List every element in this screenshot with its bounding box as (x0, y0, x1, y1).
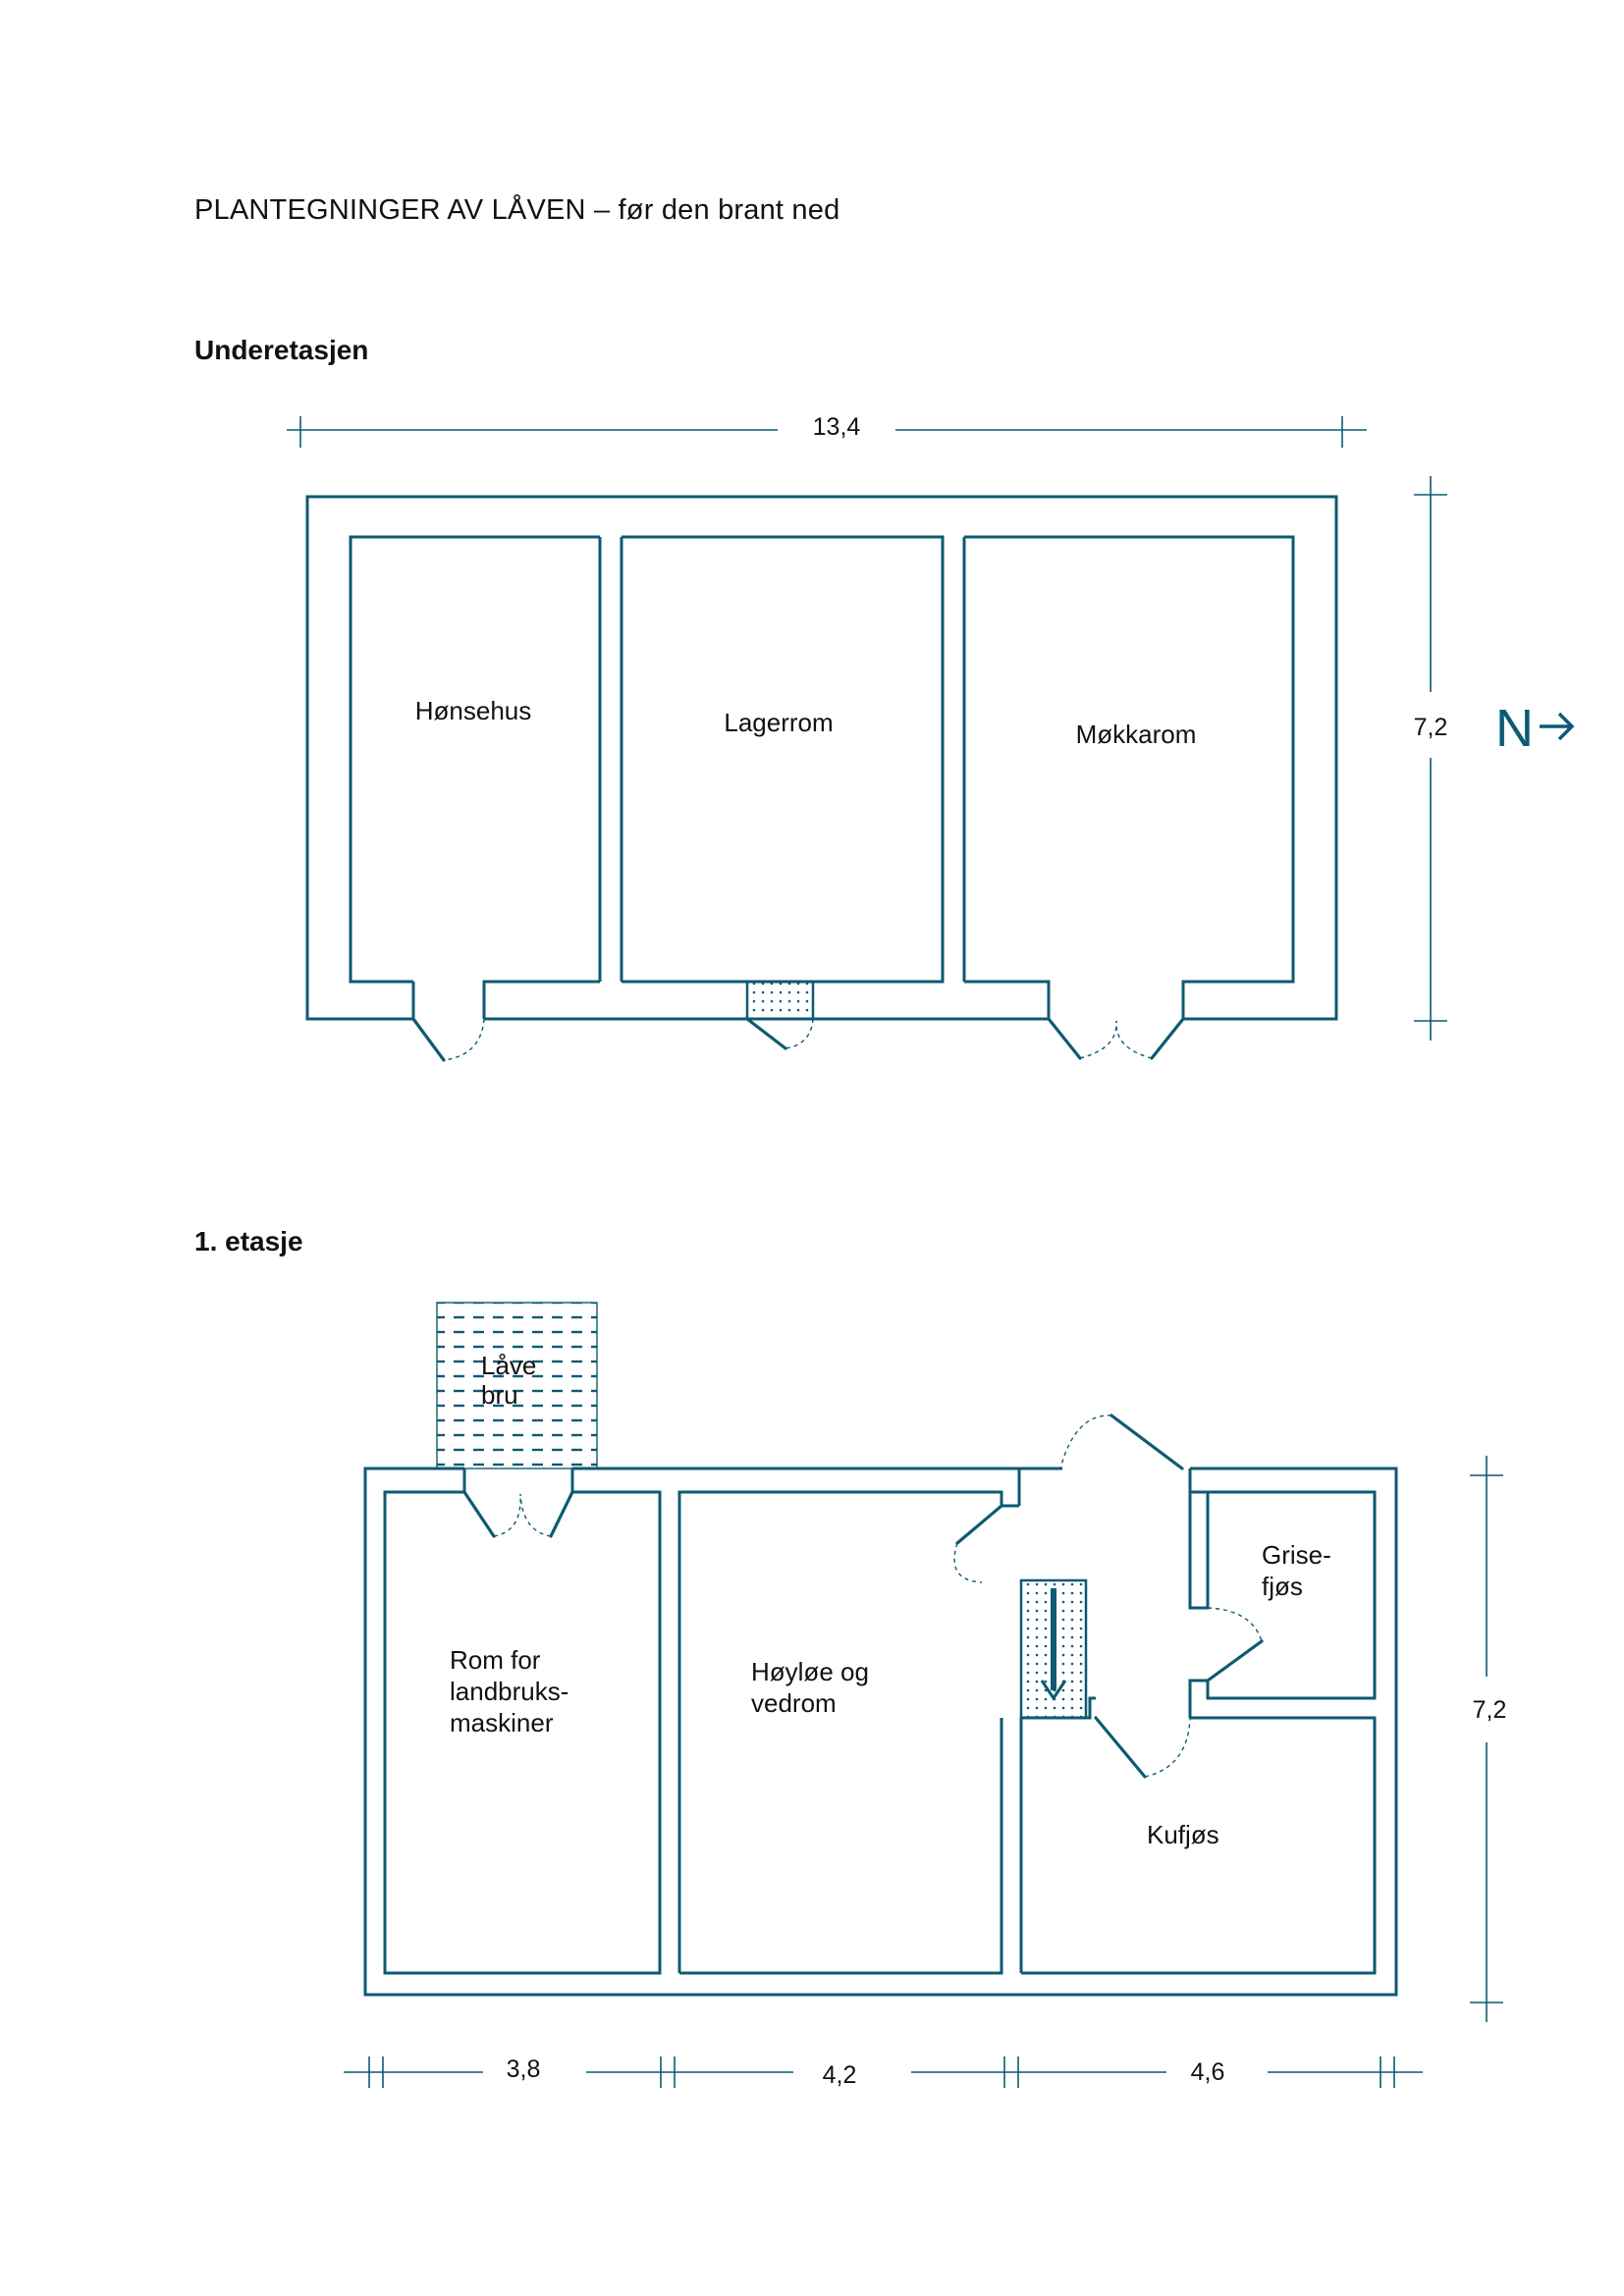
first-floor-length-dimension: 3,8 4,2 4,6 (344, 2056, 1423, 2089)
room-pigs-wall (1188, 1468, 1210, 1610)
pigs-door (1206, 1607, 1264, 1682)
basement-plan: 13,4 7,2 N (287, 413, 1575, 1062)
room-label-bridge-line1: Låve (481, 1351, 536, 1380)
barn-bridge: Låve bru (436, 1302, 598, 1469)
room-honsehus-wall (349, 535, 600, 984)
basement-width-dimension: 7,2 (1414, 476, 1448, 1041)
room-label-hay-line2: vedrom (751, 1688, 837, 1718)
first-floor-plan: Låve bru 7,2 3,8 4,2 4,6 (344, 1302, 1506, 2089)
room-lagerrom-wall (622, 535, 945, 984)
room-machines-wall (383, 1490, 662, 1975)
basement-hatch (745, 980, 815, 1050)
basement-width-label: 7,2 (1414, 714, 1448, 741)
room-mokkarom-wall (964, 535, 1295, 1019)
stairs-icon (1019, 1578, 1088, 1720)
basement-length-label: 13,4 (813, 413, 861, 441)
entrance-door (1059, 1414, 1184, 1470)
segment-label-cows: 4,6 (1191, 2058, 1225, 2086)
room-label-cows: Kufjøs (1147, 1820, 1219, 1849)
room-label-bridge-line2: bru (481, 1380, 518, 1410)
cows-door (1094, 1716, 1191, 1779)
segment-label-hay: 4,2 (823, 2061, 857, 2089)
machines-double-door (462, 1490, 574, 1538)
room-label-lagerrom: Lagerrom (724, 708, 833, 737)
hay-door (953, 1504, 1003, 1583)
basement-length-dimension: 13,4 (287, 413, 1367, 448)
basement-door-left (411, 1017, 485, 1062)
room-label-hay-line1: Høyløe og (751, 1657, 869, 1686)
first-floor-width-label: 7,2 (1473, 1696, 1507, 1724)
svg-text:N: N (1495, 699, 1534, 758)
floor-title-basement: Underetasjen (194, 335, 369, 365)
room-label-honsehus: Hønsehus (415, 696, 532, 725)
north-arrow-icon: N (1495, 699, 1575, 758)
room-label-machines-line1: Rom for (450, 1645, 541, 1675)
room-label-mokkarom: Møkkarom (1076, 720, 1197, 749)
first-floor-width-dimension: 7,2 (1470, 1456, 1506, 2022)
segment-label-machines: 3,8 (507, 2056, 541, 2083)
room-hay-wall (677, 1490, 1003, 1973)
first-floor-outer-wall (363, 1467, 1398, 1997)
basement-double-door (1047, 1017, 1185, 1060)
room-label-pigs-line2: fjøs (1262, 1572, 1303, 1601)
room-cows-wall (1021, 1696, 1096, 1720)
basement-outer-wall (305, 495, 1338, 1021)
floor-title-first: 1. etasje (194, 1226, 303, 1256)
room-label-machines-line2: landbruks- (450, 1677, 568, 1706)
page-title: PLANTEGNINGER AV LÅVEN – før den brant n… (194, 194, 840, 226)
room-label-machines-line3: maskiner (450, 1708, 554, 1737)
room-label-pigs-line1: Grise- (1262, 1540, 1331, 1570)
